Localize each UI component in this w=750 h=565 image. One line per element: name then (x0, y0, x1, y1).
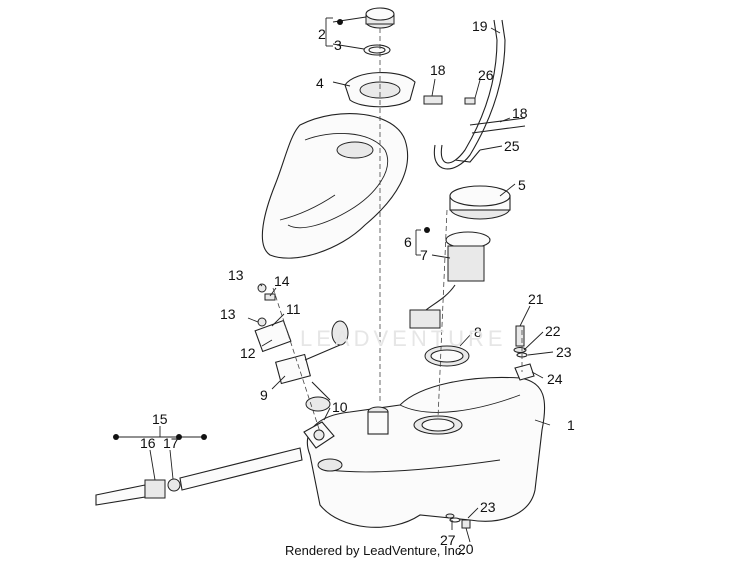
callout-17: 17 (163, 435, 179, 451)
leader-lines (113, 16, 554, 543)
body-panel-part (261, 113, 409, 259)
pump-gasket-part (424, 345, 470, 367)
callout-21: 20 (458, 541, 474, 557)
callout-2: 2 (318, 26, 326, 42)
callout-10: 10 (332, 399, 348, 415)
callout-18: 18 (430, 62, 446, 78)
callout-9: 9 (260, 387, 268, 403)
drain-plug-part (303, 421, 335, 449)
callout-5: 5 (518, 177, 526, 193)
watermark: LEADVENTURE (300, 326, 507, 351)
callout-19: 18 (512, 105, 528, 121)
callout-23-upper: 22 (545, 323, 561, 339)
assembly-guide-lines (272, 28, 523, 433)
callout-1: 1 (567, 417, 575, 433)
callout-14: 14 (274, 273, 290, 289)
pump-lock-ring-part (449, 185, 511, 220)
callout-26: 27 (440, 532, 456, 548)
callout-3: 3 (334, 37, 342, 53)
fuel-cap-part (365, 7, 395, 29)
callout-11: 11 (286, 301, 301, 317)
callout-labels: 2 3 4 19 18 26 18 25 5 6 7 8 1 13 14 13 … (140, 18, 575, 557)
callout-16: 16 (140, 435, 156, 451)
callout-25: 24 (547, 371, 563, 387)
callout-15: 15 (152, 411, 168, 427)
fuel-tank-part (306, 376, 546, 528)
fuel-pump-part (409, 231, 491, 329)
callout-13-upper: 13 (228, 267, 244, 283)
callout-13-lower: 13 (220, 306, 236, 322)
callout-23-lower: 23 (480, 499, 496, 515)
callout-22: 21 (528, 291, 544, 307)
callout-20: 19 (472, 18, 488, 34)
cap-gasket-part (363, 44, 391, 56)
callout-4: 4 (316, 75, 324, 91)
callout-28: 26 (478, 67, 494, 83)
callout-24: 23 (556, 344, 572, 360)
callout-8: 8 (474, 324, 482, 340)
callout-6: 6 (404, 234, 412, 250)
fastener-hardware-part (445, 325, 535, 529)
callout-12: 12 (240, 345, 256, 361)
callout-27: 25 (504, 138, 520, 154)
render-credit: Rendered by LeadVenture, Inc. (285, 543, 465, 558)
callout-7: 7 (420, 247, 428, 263)
fuel-line-part (95, 447, 303, 506)
breather-hose-part (423, 19, 526, 170)
filler-collar-part (344, 72, 416, 108)
